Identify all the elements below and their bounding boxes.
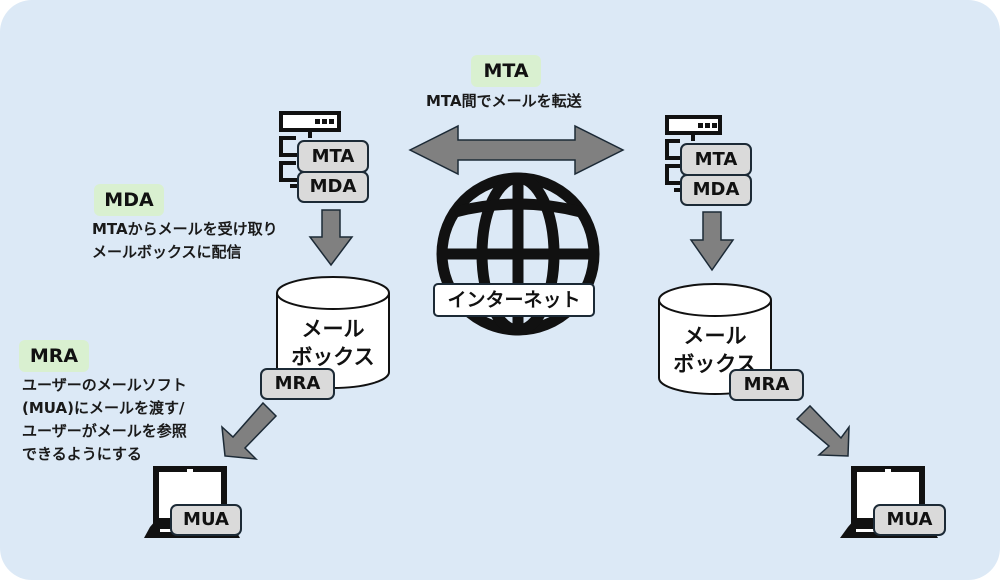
mra-description-line: ユーザーがメールを参照 <box>22 422 187 440</box>
right-mua-chip: MUA <box>873 504 946 536</box>
left-mailbox-label-line: ボックス <box>291 345 375 369</box>
mta-description: MTA間でメールを転送 <box>426 92 582 110</box>
mda-description: MTAからメールを受け取り メールボックスに配信 <box>92 218 278 264</box>
left-mailbox-label-line: メール <box>301 317 365 341</box>
left-mra-chip: MRA <box>260 368 335 400</box>
left-server-leds <box>315 119 334 124</box>
mra-tag: MRA <box>19 340 89 372</box>
double-arrow-icon <box>408 124 625 176</box>
mra-description-line: できるようにする <box>22 445 142 463</box>
mra-description: ユーザーのメールソフト (MUA)にメールを渡す/ ユーザーがメールを参照 でき… <box>22 374 187 466</box>
diagonal-arrow-right-icon <box>795 404 850 457</box>
right-server-icon <box>665 115 722 192</box>
mra-description-line: ユーザーのメールソフト <box>22 376 187 394</box>
right-server-leds <box>698 123 717 128</box>
mda-tag: MDA <box>94 184 164 216</box>
left-server-icon <box>279 111 341 188</box>
left-mua-chip: MUA <box>170 504 242 536</box>
internet-label: インターネット <box>433 283 595 317</box>
mda-description-line: MTAからメールを受け取り <box>92 220 278 238</box>
right-mra-chip: MRA <box>729 369 804 401</box>
right-mda-chip: MDA <box>680 174 752 206</box>
down-arrow-left-icon <box>308 209 354 267</box>
right-mailbox-label-line: メール <box>683 324 747 348</box>
left-mta-chip: MTA <box>297 140 369 173</box>
right-mta-chip: MTA <box>680 143 752 176</box>
mra-description-line: (MUA)にメールを渡す/ <box>22 399 185 417</box>
diagonal-arrow-left-icon <box>221 401 278 460</box>
mda-description-line: メールボックスに配信 <box>92 243 242 261</box>
left-mailbox-label: メール ボックス <box>277 315 389 371</box>
mta-tag: MTA <box>471 55 541 87</box>
down-arrow-right-icon <box>689 211 735 272</box>
left-mda-chip: MDA <box>297 171 369 203</box>
